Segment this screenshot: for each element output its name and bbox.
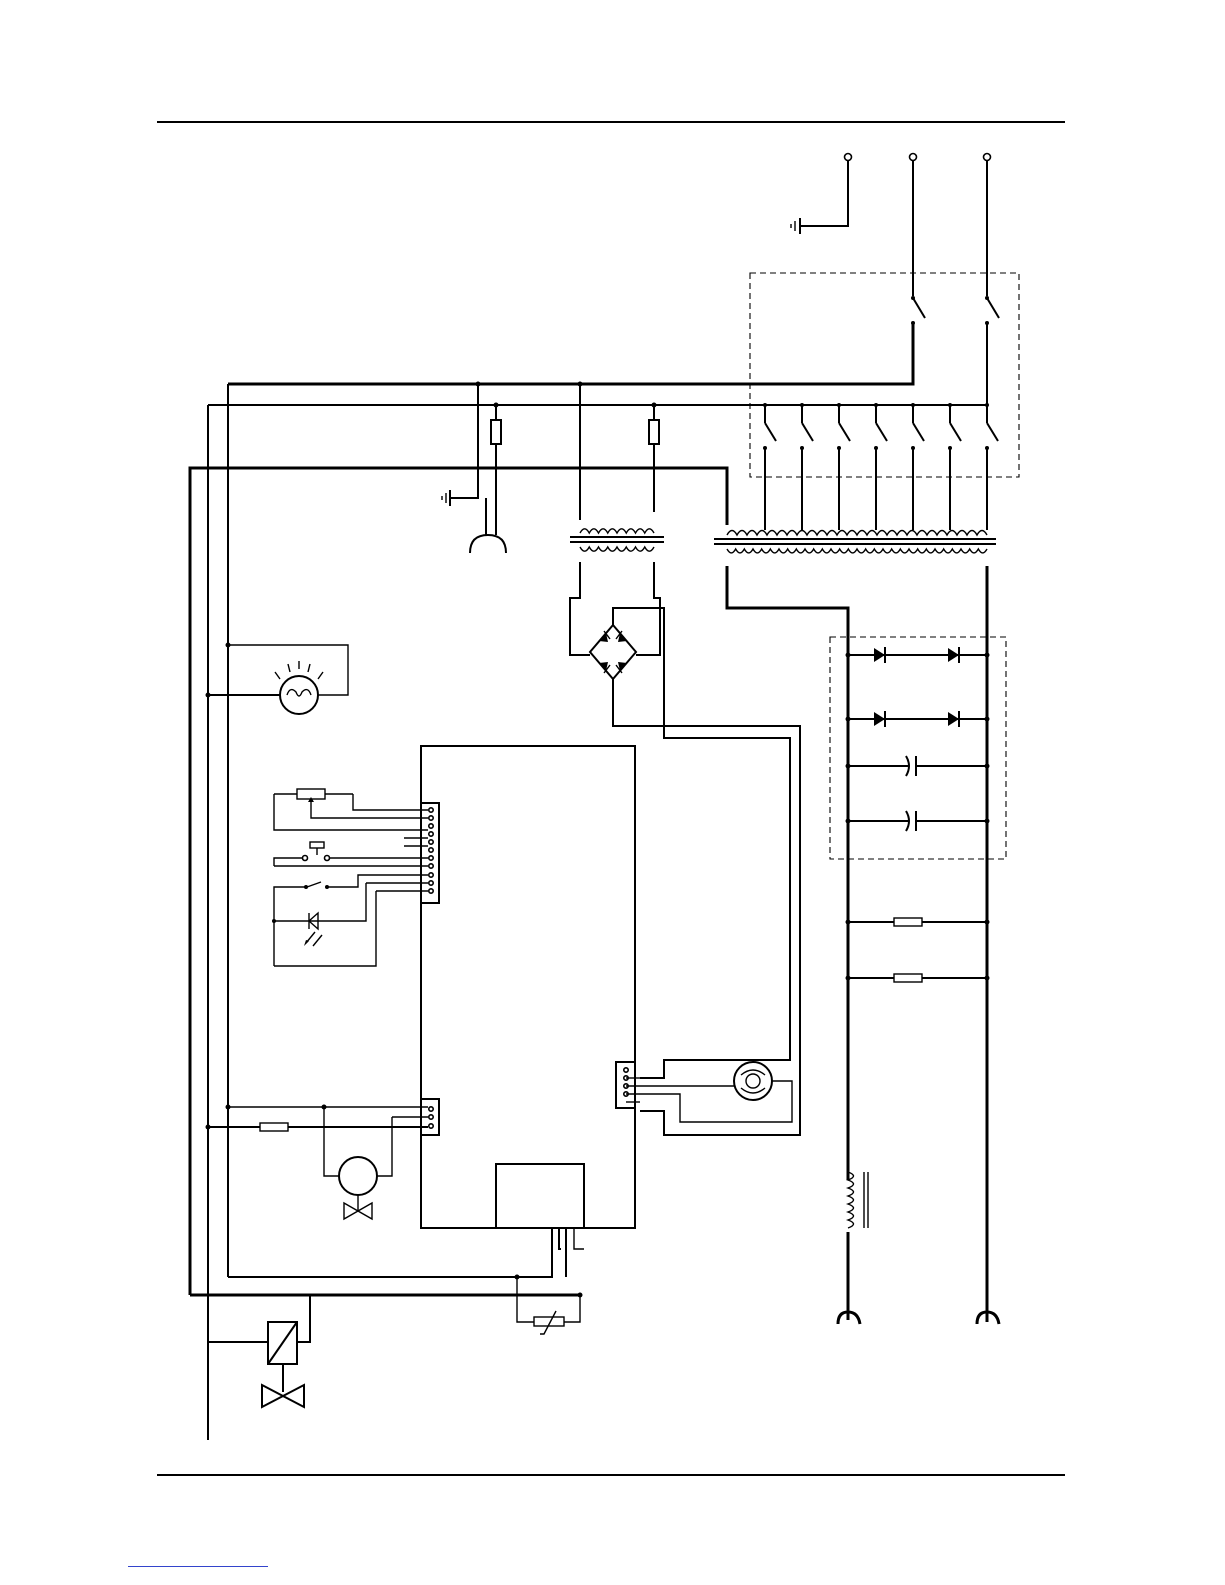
selector-blade <box>765 423 776 441</box>
connector-pin <box>429 881 433 885</box>
diode-icon <box>948 648 959 662</box>
earth-icon <box>442 490 450 506</box>
footer-link-underline[interactable] <box>128 1566 268 1567</box>
diode-icon <box>874 648 885 662</box>
control-board-module <box>496 1164 584 1228</box>
ground-terminal <box>845 154 852 161</box>
fan-motor <box>206 1105 429 1220</box>
connector-pin <box>429 856 433 860</box>
connector-pin <box>429 840 433 844</box>
rectifier-enclosure <box>830 637 1006 859</box>
supply-terminal-l2 <box>984 154 991 161</box>
connector-pin <box>429 889 433 893</box>
led-arrow-icon <box>304 932 322 946</box>
selector-switch <box>763 403 998 530</box>
push-button <box>274 838 428 866</box>
supply-terminal-l1 <box>910 154 917 161</box>
output-socket <box>838 1312 999 1324</box>
connector-pin <box>429 873 433 877</box>
junction <box>985 764 990 769</box>
bleeder-resistor <box>846 918 990 982</box>
connector-pin <box>429 864 433 868</box>
potentiometer <box>274 789 428 830</box>
diode-icon <box>874 712 885 726</box>
led <box>272 913 322 946</box>
selector-blade <box>950 423 961 441</box>
junction <box>985 819 990 824</box>
earth-icon <box>791 218 800 234</box>
control-board <box>421 746 635 1228</box>
junction <box>846 764 851 769</box>
diode-icon <box>599 631 627 673</box>
resistor-body <box>894 918 922 926</box>
junction <box>985 920 990 925</box>
diode-icon <box>948 712 959 726</box>
selector-blade <box>802 423 813 441</box>
junction <box>846 976 851 981</box>
junction <box>846 717 851 722</box>
connector-pin <box>429 1107 433 1111</box>
connector-pin <box>429 816 433 820</box>
connector-pin <box>429 824 433 828</box>
wire-feed-motor <box>626 1062 792 1122</box>
connector-pin <box>429 848 433 852</box>
solenoid-valve <box>262 1295 310 1407</box>
output-inductor <box>848 1172 868 1320</box>
junction <box>985 653 990 658</box>
connector-pin <box>429 1124 433 1128</box>
rectifier-diode-stack <box>846 647 990 727</box>
selector-blade <box>913 423 924 441</box>
selector-blade <box>839 423 850 441</box>
main-switch <box>228 296 999 405</box>
signal-lamp <box>206 384 349 1440</box>
junction <box>985 976 990 981</box>
connector-pin <box>624 1068 628 1072</box>
smoothing-capacitor <box>846 756 990 831</box>
connector-pin <box>429 832 433 836</box>
junction <box>846 653 851 658</box>
thermistor <box>190 1228 584 1334</box>
connector-pin <box>429 1115 433 1119</box>
connector-pin <box>429 808 433 812</box>
main-switch-enclosure <box>750 273 1019 477</box>
supply-terminals <box>791 154 991 297</box>
selector-blade <box>987 423 998 441</box>
junction <box>846 920 851 925</box>
resistor-body <box>894 974 922 982</box>
toggle-switch <box>274 875 428 966</box>
junction <box>985 717 990 722</box>
selector-blade <box>876 423 887 441</box>
junction <box>846 819 851 824</box>
